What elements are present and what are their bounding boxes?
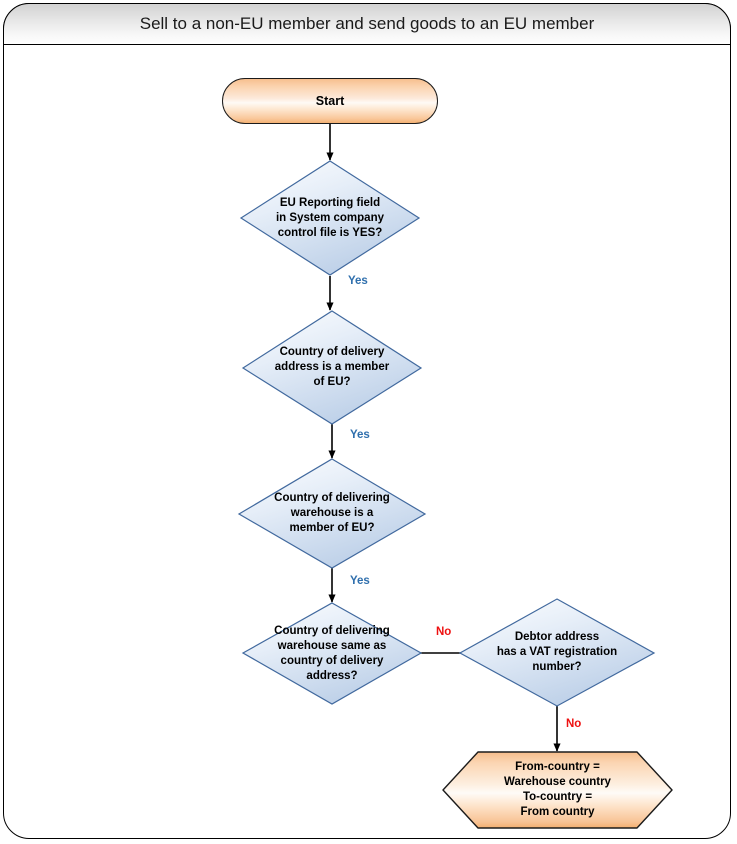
node-d3-label: Country of delivering warehouse is a mem… [239, 459, 425, 568]
edge-label-d1-yes: Yes [348, 275, 368, 287]
node-d5-label: Debtor address has a VAT registration nu… [460, 599, 654, 706]
node-d4-line-4: address? [306, 669, 358, 682]
node-decision-delivery-address-eu[interactable]: Country of delivery address is a member … [243, 311, 421, 424]
node-result-line-1: From-country = [515, 761, 600, 773]
edge-label-d3-yes: Yes [350, 575, 370, 587]
edge-label-d4-no: No [436, 626, 452, 638]
decision-shape-d5 [458, 598, 656, 707]
node-d5-line-1: Debtor address [514, 631, 600, 643]
decision-shape-d1 [239, 160, 421, 276]
decision-shape-d3 [237, 458, 427, 569]
node-d3-line-1: Country of delivering [274, 492, 390, 504]
node-decision-debtor-vat-number[interactable]: Debtor address has a VAT registration nu… [460, 599, 654, 706]
decision-shape-d4 [241, 602, 423, 705]
node-d4-line-2: warehouse same as [277, 639, 387, 652]
node-start-line-1: Start [315, 93, 345, 108]
node-result-label: From-country = Warehouse country To-coun… [443, 752, 672, 828]
node-start-label: Start [223, 79, 437, 123]
node-d1-line-1: EU Reporting field [279, 196, 381, 209]
edge-label-d2-yes: Yes [350, 429, 370, 441]
node-d4-line-1: Country of delivering [274, 624, 390, 637]
node-d2-line-3: of EU? [313, 376, 351, 388]
node-d3-line-2: warehouse is a [290, 507, 374, 519]
node-start[interactable]: Start [222, 78, 438, 124]
node-decision-eu-reporting-field[interactable]: EU Reporting field in System company con… [241, 161, 419, 275]
result-shape-hexagon [442, 751, 673, 829]
diagram-title-bar: Sell to a non-EU member and send goods t… [3, 3, 731, 45]
decision-shape-d2 [241, 310, 423, 425]
node-result-from-to-country[interactable]: From-country = Warehouse country To-coun… [443, 752, 672, 828]
node-result-line-2: Warehouse country [504, 776, 611, 788]
node-result-line-3: To-country = [522, 791, 593, 803]
node-d1-line-3: control file is YES? [277, 226, 383, 239]
node-d5-line-2: has a VAT registration [496, 646, 618, 658]
node-d3-line-3: member of EU? [289, 522, 375, 534]
node-result-line-4: From country [520, 806, 595, 818]
node-decision-warehouse-country-eu[interactable]: Country of delivering warehouse is a mem… [239, 459, 425, 568]
node-d2-line-1: Country of delivery [279, 346, 385, 358]
node-d4-label: Country of delivering warehouse same as … [243, 603, 421, 704]
node-d1-label: EU Reporting field in System company con… [241, 161, 419, 275]
node-d2-label: Country of delivery address is a member … [243, 311, 421, 424]
node-d4-line-3: country of delivery [280, 654, 384, 667]
node-d1-line-2: in System company [275, 211, 384, 224]
edge-label-d5-no: No [566, 718, 582, 730]
page-title: Sell to a non-EU member and send goods t… [139, 14, 595, 33]
node-d2-line-2: address is a member [274, 361, 390, 373]
diagram-frame [3, 3, 731, 839]
node-decision-warehouse-same-as-delivery[interactable]: Country of delivering warehouse same as … [243, 603, 421, 704]
node-d5-line-3: number? [532, 661, 582, 673]
